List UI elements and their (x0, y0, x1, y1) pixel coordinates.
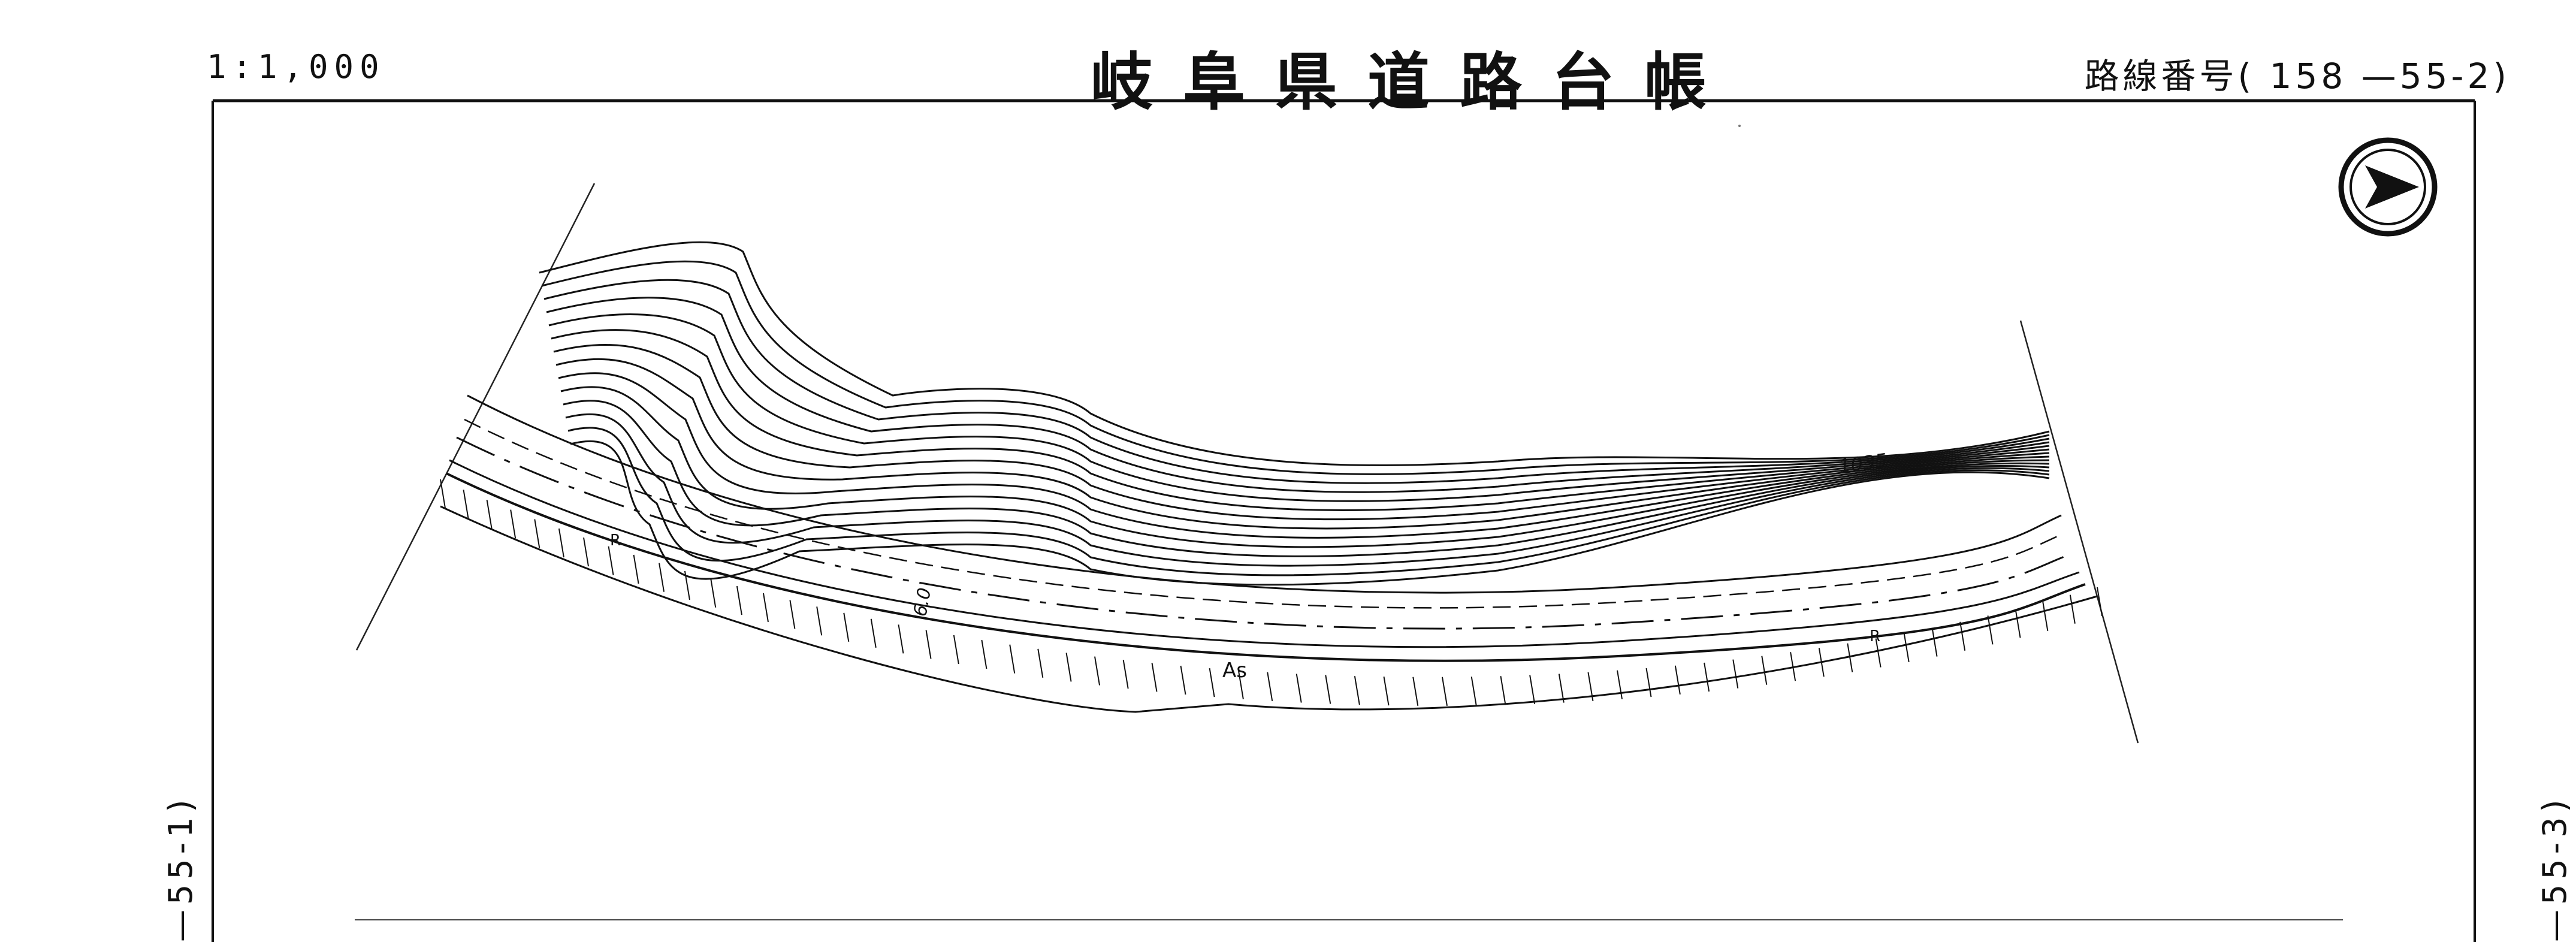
hatch-tick (1959, 621, 1966, 651)
hatch-tick (1645, 668, 1652, 698)
stray-mark (1738, 125, 1741, 127)
hatch-tick (1500, 676, 1506, 705)
hatch-tick (440, 479, 446, 509)
hatch-tick (816, 606, 823, 636)
hatch-tick (1987, 615, 1994, 645)
hatch-tick (898, 624, 904, 654)
hatch-tick (710, 578, 717, 608)
hatch-tick (1704, 662, 1710, 692)
contour-line (543, 279, 2050, 484)
road-shoulder (446, 472, 2086, 662)
road-centerline (456, 436, 2071, 630)
page-title: 岐阜県道路台帳 (1091, 46, 1737, 119)
hatch-tick (1617, 670, 1623, 699)
retaining-wall-label-right: R (1870, 627, 1880, 645)
hatch-tick (763, 593, 769, 623)
north-arrow-icon (2338, 137, 2438, 237)
hatch-tick (1558, 674, 1565, 703)
road-alignment (440, 394, 2098, 713)
contour-line (551, 329, 2050, 511)
hatch-tick (1470, 677, 1477, 706)
contour-line (563, 400, 2050, 557)
hatch-tick (633, 554, 639, 584)
contour-lines (539, 241, 2050, 586)
hatch-tick (1180, 665, 1186, 695)
hatch-tick (981, 639, 987, 669)
hatch-tick (558, 528, 564, 558)
hatch-tick (925, 630, 932, 659)
contour-line (560, 386, 2050, 548)
hatch-tick (1732, 659, 1739, 689)
hatch-tick (659, 563, 665, 592)
hatch-tick (1037, 648, 1044, 678)
hatch-tick (1441, 677, 1448, 706)
hatch-tick (953, 635, 959, 665)
pavement-label: As (1222, 659, 1247, 683)
hatch-tick (1122, 660, 1129, 689)
contour-line (558, 372, 2050, 539)
hatch-tick (2015, 609, 2021, 638)
hatch-tick (1587, 672, 1594, 702)
hatch-tick (684, 570, 690, 600)
hatch-tick (870, 618, 877, 648)
hatch-tick (1847, 643, 1853, 672)
contour-line (555, 358, 2050, 530)
contour-line (541, 260, 2050, 475)
route-number: 路線番号( 158 —55-2) (2084, 56, 2510, 96)
hatch-tick (1903, 633, 1910, 663)
contour-line (548, 313, 2050, 502)
hatch-tick (1354, 675, 1360, 705)
map-frame (212, 99, 2476, 942)
hatch-tick (2069, 594, 2076, 624)
hatch-tick (1209, 668, 1215, 698)
map-scale: 1:1,000 (207, 48, 385, 86)
hatch-tick (534, 519, 540, 548)
retaining-wall-base (440, 505, 2098, 713)
hatch-tick (608, 546, 614, 575)
contour-line (553, 343, 2050, 521)
hatch-tick (486, 499, 493, 529)
hatch-tick (1761, 656, 1768, 685)
hatch-tick (1529, 675, 1536, 704)
hatch-tick (789, 600, 796, 629)
road-dashed-edge (464, 418, 2065, 609)
hatch-tick (2097, 587, 2103, 617)
hatch-tick (583, 537, 590, 567)
section-boundaries (355, 183, 2139, 744)
hatch-tick (510, 509, 517, 539)
hatch-tick (1818, 648, 1825, 677)
road-edge-north (467, 394, 2062, 594)
hatch-tick (1931, 627, 1938, 657)
hatch-tick (1094, 656, 1101, 686)
contour-line (570, 440, 2050, 586)
hatch-tick (1412, 677, 1419, 706)
retaining-wall-label-left: R (610, 532, 621, 550)
hatch-tick (1267, 672, 1273, 702)
contour-line (539, 241, 2050, 467)
hatch-tick (1237, 670, 1244, 699)
hatch-tick (1383, 677, 1390, 706)
hatch-tick (463, 490, 469, 519)
hatch-tick (1151, 663, 1158, 692)
contour-line (546, 297, 2050, 493)
hatch-tick (1009, 644, 1016, 674)
hatch-tick (1295, 674, 1302, 703)
hatch-tick (1674, 665, 1681, 695)
hatch-tick (1325, 675, 1331, 704)
contour-line (567, 427, 2050, 576)
hatch-tick (1875, 638, 1882, 668)
contour-line (565, 413, 2050, 567)
hatch-tick (736, 585, 742, 615)
slope-hatching (440, 479, 2103, 706)
road-width-label: 6.0 (910, 586, 935, 618)
road-edge-south (449, 459, 2080, 648)
hatch-tick (1065, 653, 1072, 682)
hatch-tick (843, 612, 850, 642)
hatch-tick (2042, 602, 2049, 632)
hatch-tick (1790, 652, 1796, 681)
